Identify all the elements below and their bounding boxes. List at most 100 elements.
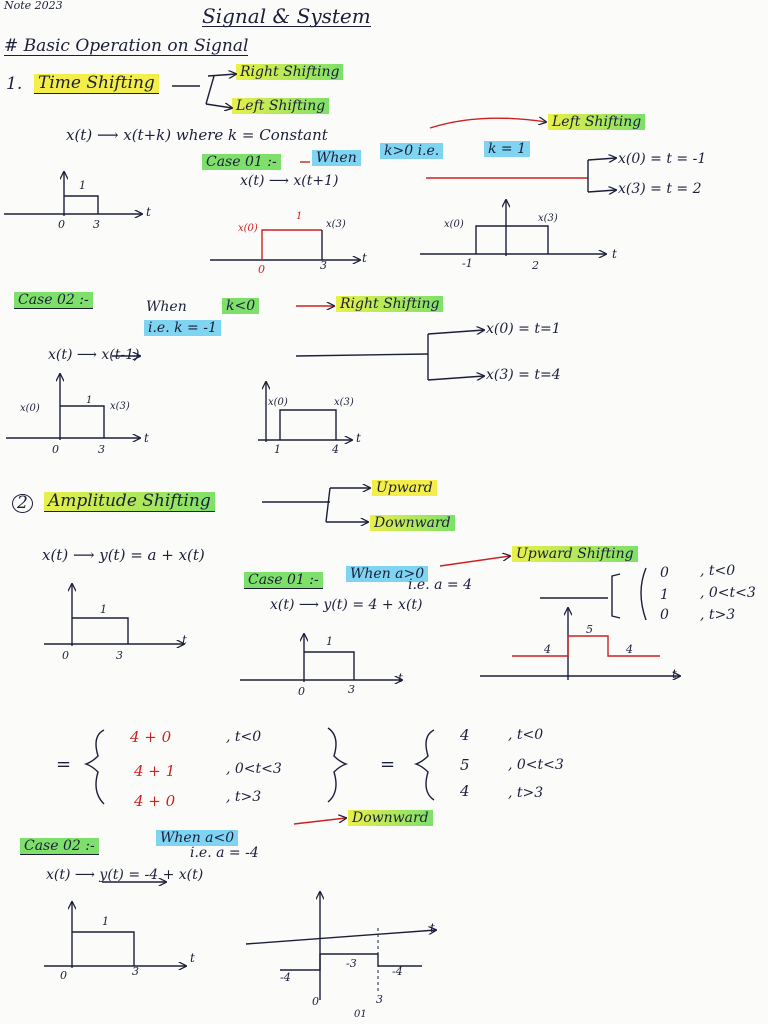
- sum-brace-right: [327, 727, 349, 803]
- amp-case2-when: When a<0: [156, 830, 239, 846]
- case2-when: When: [146, 299, 187, 315]
- g3-label-x3: x(3): [538, 213, 558, 224]
- g3-pulse: [475, 225, 549, 254]
- case1-when: When: [312, 150, 361, 166]
- piece-cond-0: , t<0: [700, 563, 736, 579]
- g9-label-one: 1: [102, 915, 109, 928]
- piece-val-0: 0: [660, 565, 669, 581]
- g8-label-four-left: 4: [544, 643, 551, 656]
- g4-label-x0: x(0): [20, 403, 40, 414]
- g5-label-one: 1: [274, 443, 281, 456]
- case2-result-2: x(3) = t=4: [486, 367, 561, 383]
- g10-label-neg-four-left: -4: [280, 971, 291, 984]
- arrow-to-left-shifting: [429, 118, 546, 129]
- case2-condition: k<0: [222, 298, 260, 314]
- section-number-1: 1.: [6, 74, 23, 94]
- section-number-2: 2: [12, 494, 33, 513]
- g2-label-one: 1: [296, 211, 303, 222]
- g10-signal: [280, 953, 422, 971]
- piece-val-1: 1: [660, 587, 669, 603]
- case1-result-1: x(0) = t = -1: [618, 151, 707, 167]
- g1-label-three: 3: [93, 218, 100, 231]
- g3-label-x0: x(0): [444, 219, 464, 230]
- case1-mapping: x(t) ⟶ x(t+1): [240, 173, 339, 189]
- tree-arrow-right: [207, 74, 236, 76]
- piece-val-2: 0: [660, 607, 669, 623]
- g5-label-t: t: [356, 431, 361, 445]
- g1-pulse: [64, 195, 99, 214]
- g3-label-two: 2: [532, 259, 539, 272]
- section-title-amplitude-shifting: Amplitude Shifting: [44, 492, 215, 512]
- case1-condition: k>0 i.e.: [380, 143, 444, 159]
- sum-brace-left: [83, 729, 105, 805]
- g2-label-x0: x(0): [238, 223, 258, 234]
- g1-label-t: t: [146, 205, 151, 219]
- amplitude-formula: x(t) ⟶ y(t) = a + x(t): [42, 546, 205, 564]
- g8-signal: [512, 635, 660, 657]
- case2-arrow-1: [427, 330, 484, 334]
- g5-label-four: 4: [332, 443, 339, 456]
- tree-arrow-left: [205, 104, 232, 108]
- piece-cond-1: , 0<t<3: [700, 585, 756, 601]
- g4-label-one: 1: [86, 395, 93, 406]
- sum-row-2: 4 + 0: [134, 792, 176, 810]
- g2-label-three: 3: [320, 259, 327, 272]
- g6-label-zero: 0: [62, 649, 69, 662]
- g10-label-zero: 0: [312, 995, 319, 1008]
- case2-label: Case 02 :-: [14, 292, 93, 309]
- g8-label-five: 5: [586, 623, 593, 636]
- case1-result-2: x(3) = t = 2: [618, 181, 702, 197]
- res-val-1: 5: [460, 756, 470, 774]
- amp-case2-a-value: i.e. a = -4: [190, 845, 259, 861]
- g4-label-t: t: [144, 431, 149, 445]
- res-cond-2: , t>3: [508, 785, 544, 801]
- g7-label-three: 3: [348, 683, 355, 696]
- amp-case2-downward: Downward: [348, 810, 433, 826]
- case2-line: [295, 353, 429, 357]
- sum-cond-0: , t<0: [226, 729, 262, 745]
- g5-label-x0: x(0): [268, 397, 288, 408]
- g3-label-neg-one: -1: [462, 257, 473, 270]
- case2-arrow-2: [427, 376, 484, 380]
- case2-mapping: x(t) ⟶ x(t-1): [48, 347, 140, 363]
- branch-downward: Downward: [370, 515, 455, 531]
- equals-sign-2: =: [380, 754, 396, 775]
- amp-case1-mapping: x(t) ⟶ y(t) = 4 + x(t): [270, 597, 423, 613]
- res-val-2: 4: [460, 782, 470, 800]
- amp-case1-when: When a>0: [346, 566, 429, 582]
- piece-brace: [640, 567, 647, 621]
- sum-cond-1: , 0<t<3: [226, 761, 282, 777]
- g10-label-neg-three: -3: [346, 957, 357, 970]
- piece-cond-2: , t>3: [700, 607, 736, 623]
- g7-label-one: 1: [326, 635, 333, 648]
- g1-label-one: 1: [79, 179, 86, 192]
- section-title-time-shifting: Time Shifting: [34, 74, 159, 94]
- g9-pulse: [72, 931, 135, 966]
- case1-k-value: k = 1: [484, 141, 531, 157]
- g1-label-zero: 0: [58, 218, 65, 231]
- branch-right-shifting: Right Shifting: [236, 64, 344, 80]
- corner-note: Note 2023: [4, 0, 63, 12]
- tree-bracket-1: [205, 75, 215, 105]
- amp-case1-upward: Upward Shifting: [512, 546, 638, 562]
- page-footer-number: 01: [354, 1009, 367, 1020]
- case2-result-1: x(0) = t=1: [486, 321, 561, 337]
- equals-sign-1: =: [56, 754, 72, 775]
- res-brace-left: [413, 729, 435, 801]
- amp-case2-label: Case 02 :-: [20, 838, 99, 855]
- g7-label-zero: 0: [298, 685, 305, 698]
- amp-case2-arrow: [293, 818, 346, 825]
- branch-upward: Upward: [372, 480, 437, 496]
- g4-label-three: 3: [98, 443, 105, 456]
- g10-t-axis: [245, 930, 436, 945]
- res-cond-0: , t<0: [508, 727, 544, 743]
- sum-row-1: 4 + 1: [134, 762, 176, 780]
- g5-pulse: [279, 409, 337, 440]
- branch-left-shifting: Left Shifting: [232, 98, 330, 114]
- time-shift-formula: x(t) ⟶ x(t+k) where k = Constant: [66, 126, 328, 144]
- g4-pulse: [60, 405, 105, 438]
- g10-label-neg-four-right: -4: [392, 965, 403, 978]
- sum-row-0: 4 + 0: [130, 728, 172, 746]
- case1-label: Case 01 :-: [202, 154, 281, 170]
- amp-tree-bracket: [325, 487, 331, 523]
